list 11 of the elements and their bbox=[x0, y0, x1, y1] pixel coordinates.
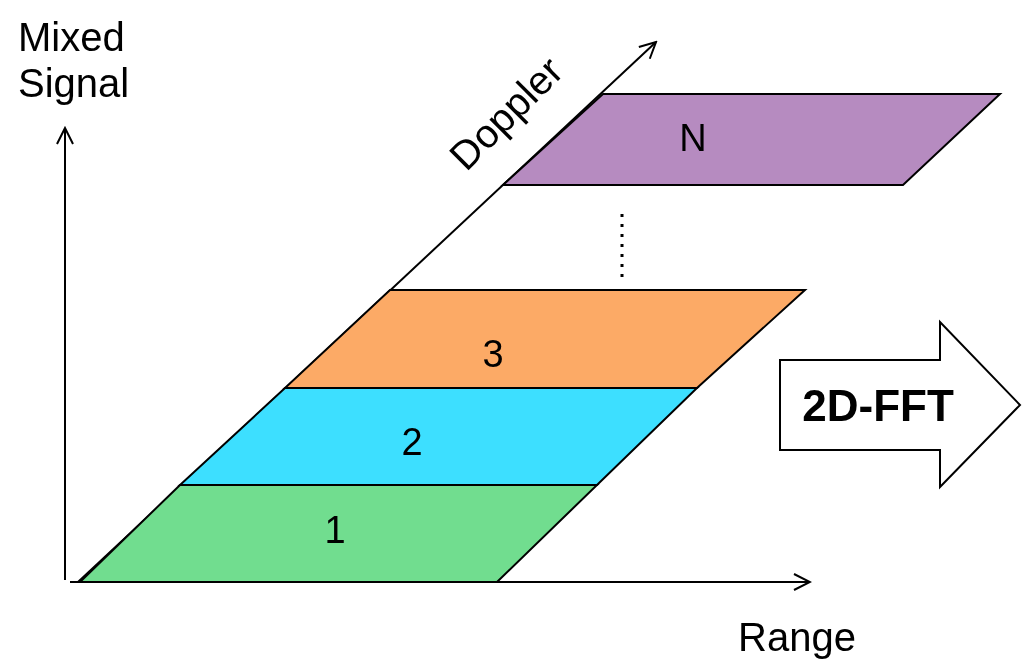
layer-number: N bbox=[679, 116, 707, 160]
layer-number: 3 bbox=[482, 332, 504, 376]
axis-label: Range bbox=[738, 614, 857, 660]
parallelogram-layer bbox=[180, 388, 697, 485]
arrow-label: 2D-FFT bbox=[802, 381, 954, 431]
layer-number: 1 bbox=[324, 508, 346, 552]
layer-number: 2 bbox=[401, 420, 423, 464]
parallelogram-layer bbox=[285, 290, 805, 388]
axis-label: Mixed Signal bbox=[18, 14, 131, 106]
block-arrow bbox=[780, 322, 1022, 487]
parallelogram-layer bbox=[80, 485, 597, 582]
